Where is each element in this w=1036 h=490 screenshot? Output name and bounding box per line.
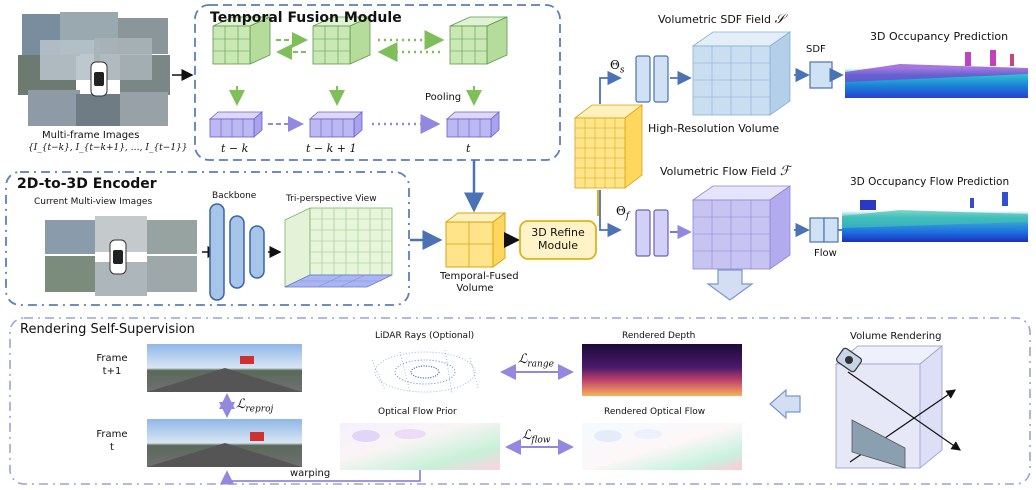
lidar-rays-image — [355, 346, 495, 396]
camera-icon — [835, 347, 863, 373]
l-range-label: ℒrange — [518, 352, 554, 370]
rendered-depth-label: Rendered Depth — [622, 331, 696, 341]
current-views-label: Current Multi-view Images — [34, 197, 153, 207]
flow-prediction-image — [842, 192, 1028, 242]
sdf-field-title: Volumetric SDF Field 𝒮 — [658, 12, 785, 27]
occupancy-prediction-label: 3D Occupancy Prediction — [870, 30, 1009, 43]
backbone-layer-3 — [249, 225, 265, 279]
fusion-cube-1 — [212, 16, 271, 65]
occupancy-prediction-image — [845, 50, 1028, 98]
optical-prior-label: Optical Flow Prior — [378, 407, 457, 417]
sdf-output-box — [809, 61, 833, 89]
flow-out-label: Flow — [814, 248, 837, 259]
frame-label-t: t — [466, 142, 471, 155]
volume-rendering-cube — [834, 344, 961, 470]
temporal-fusion-title: Temporal Fusion Module — [210, 10, 402, 26]
backbone-label: Backbone — [212, 191, 257, 201]
lidar-label: LiDAR Rays (Optional) — [375, 331, 475, 341]
fusion-cube-2 — [312, 16, 371, 65]
frame-label-t-k-1: t − k + 1 — [306, 142, 357, 155]
temporal-fused-volume — [444, 212, 507, 268]
backbone-layer-1 — [209, 203, 225, 301]
high-res-volume — [573, 104, 644, 189]
sdf-head-layer-1 — [635, 55, 651, 103]
rendering-title: Rendering Self-Supervision — [20, 322, 195, 337]
flow-prediction-label: 3D Occupancy Flow Prediction — [850, 176, 1010, 188]
flow-field-title: Volumetric Flow Field ℱ — [660, 164, 791, 179]
left-arrow — [769, 388, 801, 420]
flow-volume — [691, 185, 792, 270]
encoder-box — [5, 171, 410, 306]
tri-perspective-view — [284, 207, 393, 288]
frame-label-t-k: t − k — [221, 142, 249, 155]
sdf-volume — [691, 31, 792, 116]
volume-rendering-label: Volume Rendering — [850, 331, 942, 342]
warping-label: warping — [290, 468, 331, 479]
multi-frame-label: Multi-frame Images — [42, 130, 140, 141]
sdf-head-layer-2 — [653, 55, 669, 103]
temporal-fusion-box — [194, 4, 561, 161]
sdf-out-label: SDF — [806, 44, 826, 55]
flow-head-layer-2 — [653, 209, 669, 257]
optical-flow-prior-image — [340, 423, 500, 470]
down-arrow — [706, 269, 754, 301]
pooling-label: Pooling — [425, 92, 462, 103]
refine-module — [519, 220, 597, 260]
theta-s-label: Θs — [610, 58, 625, 76]
encoder-title: 2D-to-3D Encoder — [17, 176, 157, 192]
backbone-layer-2 — [229, 215, 245, 289]
rendered-flow-label: Rendered Optical Flow — [604, 407, 706, 417]
high-res-label: High-Resolution Volume — [648, 122, 780, 135]
pooled-block-1 — [208, 111, 264, 138]
tpv-label: Tri-perspective View — [286, 194, 377, 204]
pooled-block-3 — [445, 111, 501, 138]
current-views-images — [45, 216, 197, 296]
multi-frame-images — [18, 12, 170, 126]
flow-output-box-2 — [823, 217, 839, 243]
fusion-cube-3 — [449, 16, 508, 65]
l-reproj-label: ℒreproj — [236, 397, 274, 415]
warping-arrow — [219, 470, 421, 485]
flow-head-layer-1 — [635, 209, 651, 257]
theta-f-label: Θf — [616, 204, 630, 222]
l-flow-label: ℒflow — [522, 428, 551, 446]
multi-frame-set: {I_{t−k}, I_{t−k+1}, …, I_{t−1}} — [28, 143, 188, 153]
rendered-flow-image — [582, 423, 742, 470]
pooled-block-2 — [308, 111, 364, 138]
flow-output-box-1 — [809, 217, 825, 243]
rendered-depth-image — [582, 344, 742, 396]
